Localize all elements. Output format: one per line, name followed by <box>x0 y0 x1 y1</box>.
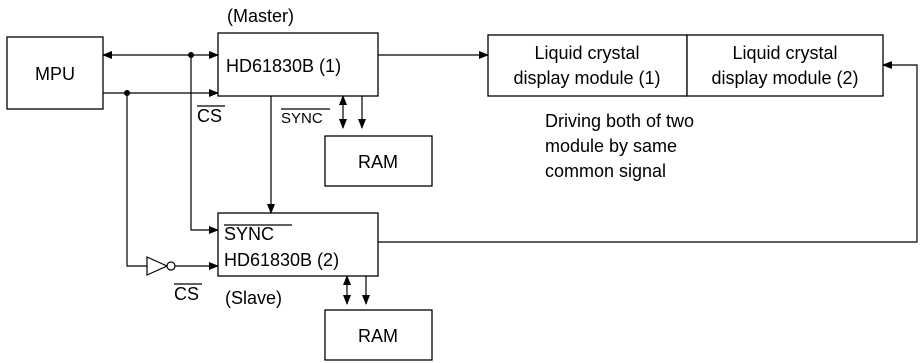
mpu-block: MPU <box>6 36 104 110</box>
master-controller: (Master) HD61830B (1) <box>217 6 379 97</box>
note-line2: module by same <box>545 136 677 156</box>
note-text: Driving both of two module by same commo… <box>545 111 694 181</box>
slave-role-label: (Slave) <box>225 288 282 308</box>
mpu-label: MPU <box>35 64 75 84</box>
lcd2-line2: display module (2) <box>711 68 858 88</box>
note-line1: Driving both of two <box>545 111 694 131</box>
lcd1-line1: Liquid crystal <box>534 43 639 63</box>
slave-sync-label: SYNC <box>224 224 274 244</box>
master-chip-label: HD61830B (1) <box>226 56 341 76</box>
slave-box <box>217 212 379 277</box>
lcd1-box <box>487 34 688 97</box>
master-sync-label: SYNC <box>281 110 323 127</box>
ram-master-box <box>324 135 433 187</box>
slave-controller: SYNC HD61830B (2) (Slave) <box>217 212 379 308</box>
inverter-gate <box>146 256 176 276</box>
master-role-label: (Master) <box>227 6 294 26</box>
slave-chip-label: HD61830B (2) <box>224 250 339 270</box>
mpu-box <box>6 36 104 110</box>
data-bus-to-slave <box>190 55 219 234</box>
slave-cs-label: CS <box>174 284 199 304</box>
ram-slave-block: RAM <box>324 309 433 361</box>
lcd2-line1: Liquid crystal <box>732 43 837 63</box>
lcd-modules: Liquid crystal display module (1) Liquid… <box>487 34 884 97</box>
master-cs-label: CS <box>197 106 222 126</box>
slave-to-lcd2-line <box>378 61 918 243</box>
lcd1-line2: display module (1) <box>513 68 660 88</box>
note-line3: common signal <box>545 161 666 181</box>
ram-slave-box <box>324 309 433 361</box>
slave-cs-line <box>126 93 147 267</box>
ram-master-label: RAM <box>358 152 398 172</box>
master-box <box>217 32 379 97</box>
ram-slave-label: RAM <box>358 326 398 346</box>
ram-master-block: RAM <box>324 135 433 187</box>
